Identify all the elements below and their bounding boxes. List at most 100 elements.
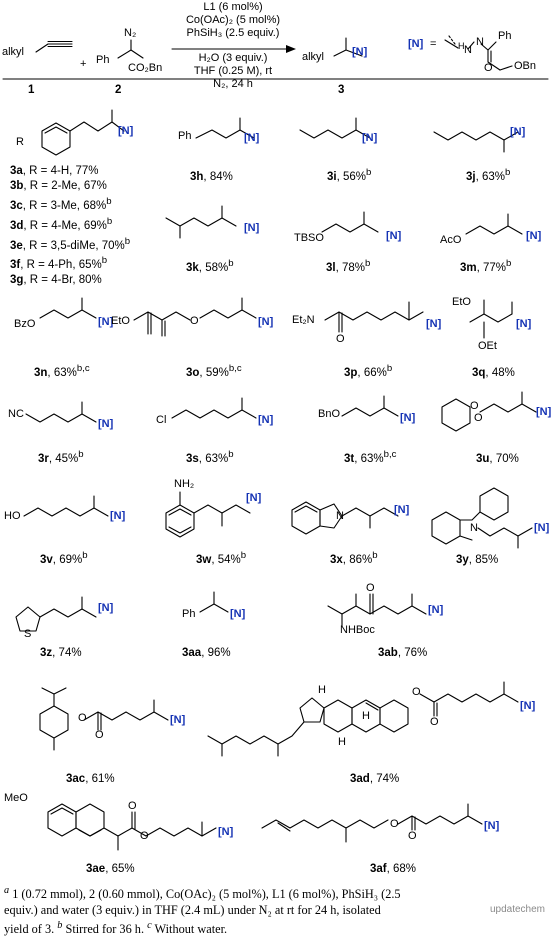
entry-row: 3c, R = 3-Me, 68%b: [10, 196, 112, 212]
caption-3y: 3y, 85%: [456, 553, 499, 566]
n-label: [N]: [428, 604, 444, 616]
reagent2-ester: CO₂Bn: [128, 62, 163, 74]
entries-3a-3g: 3a, R = 4-H, 77% 3b, R = 2-Me, 67% 3c, R…: [10, 164, 130, 288]
caption-3h: 3h, 84%: [190, 170, 233, 183]
structure-3t: [341, 395, 399, 417]
label-2: 2: [115, 84, 122, 96]
o-label: O: [430, 716, 439, 728]
caption-3z: 3z, 74%: [40, 646, 82, 659]
reagent1-label: alkyl: [2, 46, 25, 58]
def-o: O: [484, 62, 493, 74]
reaction-arrow: [171, 45, 296, 53]
caption-3j: 3j, 63%b: [466, 167, 511, 183]
structure-3a-g: [41, 109, 125, 156]
n-label: [N]: [386, 230, 402, 242]
structure-3aa: [199, 591, 229, 613]
condition-line: H₂O (3 equiv.): [198, 52, 268, 64]
def-n-atom1: N: [464, 44, 472, 56]
ph-label: Ph: [178, 130, 192, 142]
label-1: 1: [28, 84, 35, 96]
n-label: [N]: [218, 826, 234, 838]
caption-3q: 3q, 48%: [472, 366, 515, 379]
entry-row: 3d, R = 4-Me, 69%b: [10, 215, 113, 232]
n-label: [N]: [98, 602, 114, 614]
n-label: [N]: [98, 316, 114, 328]
structure-3j: [433, 131, 519, 153]
caption-3s: 3s, 63%b: [186, 449, 234, 465]
n-label: [N]: [170, 714, 186, 726]
r-label: R: [16, 136, 24, 148]
footnote-line: yield of 3. b Stirred for 36 h. c Withou…: [4, 920, 228, 937]
n-atom-label: N: [470, 522, 478, 534]
footnote-line: equiv.) and water (3 equiv.) in THF (2.4…: [4, 902, 381, 917]
condition-line: N₂, 24 h: [213, 78, 253, 90]
def-eq: =: [430, 38, 437, 50]
product-label: alkyl: [302, 51, 325, 63]
reagent2-ph: Ph: [96, 54, 110, 66]
n-label: [N]: [244, 222, 260, 234]
reagent-1-alkyne: [35, 40, 73, 53]
structure-3x: [291, 501, 399, 535]
caption-3x: 3x, 86%b: [330, 550, 378, 566]
o-label: O: [336, 333, 345, 345]
n-atom-label: N: [336, 510, 344, 522]
o-label: O: [190, 315, 199, 327]
n-label: [N]: [510, 126, 526, 138]
entry-row: 3f, R = 4-Ph, 65%b: [10, 255, 108, 272]
o-label: O: [140, 830, 149, 842]
caption-3o: 3o, 59%b,c: [186, 363, 242, 379]
structure-3n: [39, 297, 97, 319]
structure-3y: [431, 487, 533, 549]
structure-3k: [165, 205, 237, 239]
nhboc-label: NHBoc: [340, 624, 375, 636]
n-label: [N]: [98, 418, 114, 430]
def-ph: Ph: [498, 30, 512, 42]
structure-3z: [15, 596, 97, 632]
caption-3l: 3l, 78%b: [326, 258, 371, 274]
n-label: [N]: [534, 522, 550, 534]
o-label: O: [408, 830, 417, 842]
diazo-n2: N₂: [124, 27, 137, 39]
footnote-line: a 1 (0.72 mmol), 2 (0.60 mmol), Co(OAc)₂…: [4, 885, 401, 902]
n-definition-hydrazone: [444, 35, 513, 71]
tbso-label: TBSO: [294, 232, 324, 244]
o-label: O: [366, 582, 375, 594]
caption-3v: 3v, 69%b: [40, 550, 88, 566]
structure-3af: [261, 803, 483, 843]
eto-label: EtO: [111, 315, 130, 327]
n-label: [N]: [526, 230, 542, 242]
s-label: S: [24, 628, 32, 640]
o-label: O: [390, 818, 399, 830]
h-label: H: [318, 684, 326, 696]
caption-3i: 3i, 56%b: [327, 167, 372, 183]
caption-3ab: 3ab, 76%: [378, 646, 428, 659]
cl-label: Cl: [156, 414, 167, 426]
def-obn: OBn: [514, 60, 537, 72]
o-label: O: [412, 686, 421, 698]
eto-label: EtO: [452, 296, 471, 308]
structure-3i: [299, 117, 371, 139]
n-label: [N]: [258, 414, 274, 426]
h-label: H: [338, 736, 346, 748]
def-n-atom2: N: [476, 36, 484, 48]
caption-3k: 3k, 58%b: [186, 258, 234, 274]
structure-3r: [25, 401, 97, 423]
structure-3h: [195, 117, 255, 139]
n-label: [N]: [520, 700, 536, 712]
n-label: [N]: [394, 504, 410, 516]
reagent-2-diazo: [117, 39, 144, 59]
o-label: O: [95, 729, 104, 741]
n-label: [N]: [118, 125, 134, 137]
entry-row: 3b, R = 2-Me, 67%: [10, 180, 107, 192]
nh2-label: NH₂: [174, 478, 195, 490]
aco-label: AcO: [440, 234, 462, 246]
caption-3aa: 3aa, 96%: [182, 646, 231, 659]
def-n: [N]: [408, 38, 424, 50]
watermark: updatechem: [489, 904, 545, 915]
product-n: [N]: [352, 46, 368, 58]
caption-3m: 3m, 77%b: [460, 258, 512, 274]
caption-3t: 3t, 63%b,c: [344, 449, 397, 465]
o-label: O: [474, 412, 483, 424]
